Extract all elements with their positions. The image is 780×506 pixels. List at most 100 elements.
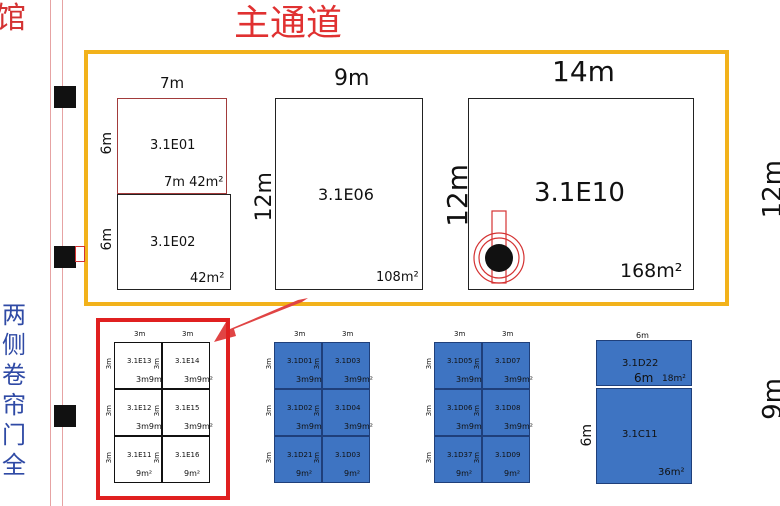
dim-label: 3m — [425, 405, 433, 417]
booth-cell[interactable] — [322, 436, 370, 483]
dim-label: 12m — [252, 172, 277, 222]
booth-cell[interactable] — [162, 436, 210, 483]
booth-id: 3.1E13 — [127, 357, 152, 365]
dim-label: 3m — [425, 358, 433, 370]
booth-id: 3.1D37 — [447, 451, 473, 459]
booth-area: 3m9m² — [504, 375, 533, 384]
booth-id: 3.1E11 — [127, 451, 152, 459]
booth-3-1e01[interactable] — [117, 98, 227, 194]
dim-label: 6m — [99, 228, 115, 251]
booth-id: 3.1E15 — [175, 404, 200, 412]
dim-label: 6m — [634, 371, 654, 385]
booth-cell[interactable] — [434, 436, 482, 483]
zone-top-group — [84, 50, 729, 306]
dim-label: 3m — [425, 452, 433, 464]
side-note: 两侧卷帘门全 — [2, 301, 26, 479]
booth-area: 168m² — [620, 260, 683, 282]
booth-cell[interactable] — [114, 342, 162, 389]
booth-cell[interactable] — [274, 342, 322, 389]
booth-id: 3.1E06 — [318, 185, 374, 204]
booth-cell[interactable] — [434, 342, 482, 389]
pillar — [54, 246, 76, 268]
booth-id: 3.1D04 — [335, 404, 361, 412]
booth-cell[interactable] — [482, 389, 530, 436]
pillar — [54, 86, 76, 108]
booth-area: 108m² — [376, 270, 419, 285]
booth-area: 7m 42m² — [164, 175, 224, 190]
dim-label: 14m — [552, 55, 615, 88]
booth-area: 9m² — [456, 469, 473, 478]
booth-id: 3.1E10 — [534, 178, 625, 208]
dim-label: 3m — [313, 452, 321, 464]
booth-cell[interactable] — [114, 436, 162, 483]
booth-area: 3m9m² — [344, 375, 373, 384]
booth-area: 3m9m² — [296, 375, 325, 384]
booth-id: 3.1D01 — [287, 357, 313, 365]
dim-label: 3m — [502, 330, 514, 338]
booth-3-1c11[interactable] — [596, 388, 692, 484]
dim-label: 3m — [294, 330, 306, 338]
dim-label: 3m — [342, 330, 354, 338]
booth-area: 9m² — [136, 469, 153, 478]
dim-label: 3m — [454, 330, 466, 338]
booth-id: 3.1D09 — [495, 451, 521, 459]
booth-3-1e06[interactable] — [275, 98, 423, 290]
door-marker — [75, 246, 85, 262]
booth-id: 3.1D02 — [287, 404, 313, 412]
booth-3-1e02[interactable] — [117, 194, 231, 290]
dim-label: 7m — [160, 74, 185, 92]
booth-id: 3.1C11 — [622, 429, 658, 440]
dim-label: 3m — [153, 358, 161, 370]
booth-cell[interactable] — [114, 389, 162, 436]
booth-area: 3m9m² — [456, 375, 485, 384]
booth-cell[interactable] — [162, 342, 210, 389]
booth-cell[interactable] — [482, 342, 530, 389]
booth-3-1d22[interactable] — [596, 340, 692, 386]
dim-label: 3m — [153, 405, 161, 417]
dim-label: 6m — [99, 132, 115, 155]
booth-id: 3.1D21 — [287, 451, 313, 459]
booth-area: 3m9m² — [184, 422, 213, 431]
booth-cell[interactable] — [162, 389, 210, 436]
booth-area: 3m9m² — [456, 422, 485, 431]
booth-area: 42m² — [190, 271, 225, 286]
dim-label: 9m — [334, 66, 370, 91]
booth-id: 3.1D03 — [335, 357, 361, 365]
booth-area: 36m² — [658, 467, 685, 478]
booth-id: 3.1D05 — [447, 357, 473, 365]
booth-cell[interactable] — [274, 436, 322, 483]
dim-label: 6m — [636, 331, 649, 340]
booth-cell[interactable] — [482, 436, 530, 483]
booth-id: 3.1D06 — [447, 404, 473, 412]
booth-area: 3m9m² — [344, 422, 373, 431]
dim-label: 3m — [265, 452, 273, 464]
dim-label: 3m — [105, 358, 113, 370]
dim-label: 3m — [313, 405, 321, 417]
booth-area: 3m9m² — [184, 375, 213, 384]
booth-id: 3.1E14 — [175, 357, 200, 365]
booth-cell[interactable] — [322, 389, 370, 436]
booth-area: 9m² — [184, 469, 201, 478]
main-aisle-title: 主通道 — [234, 3, 343, 44]
hall-label: 馆 — [0, 1, 26, 36]
booth-area: 9m² — [344, 469, 361, 478]
booth-area: 9m² — [504, 469, 521, 478]
booth-cell[interactable] — [322, 342, 370, 389]
dim-label: 3m — [473, 358, 481, 370]
booth-id: 3.1D03 — [335, 451, 361, 459]
booth-area: 3m9m² — [296, 422, 325, 431]
pillar-marker-icon — [473, 210, 525, 284]
dim-label: 12m — [441, 164, 474, 227]
booth-id: 3.1D07 — [495, 357, 521, 365]
highlight-frame — [96, 318, 230, 500]
dim-label: 3m — [473, 405, 481, 417]
booth-cell[interactable] — [434, 389, 482, 436]
booth-cell[interactable] — [274, 389, 322, 436]
booth-area: 9m² — [296, 469, 313, 478]
booth-id: 3.1E12 — [127, 404, 152, 412]
booth-id: 3.1E16 — [175, 451, 200, 459]
booth-id: 3.1E01 — [150, 138, 196, 153]
dim-label: 3m — [105, 452, 113, 464]
booth-id: 3.1D08 — [495, 404, 521, 412]
booth-area: 3m9m² — [136, 422, 165, 431]
